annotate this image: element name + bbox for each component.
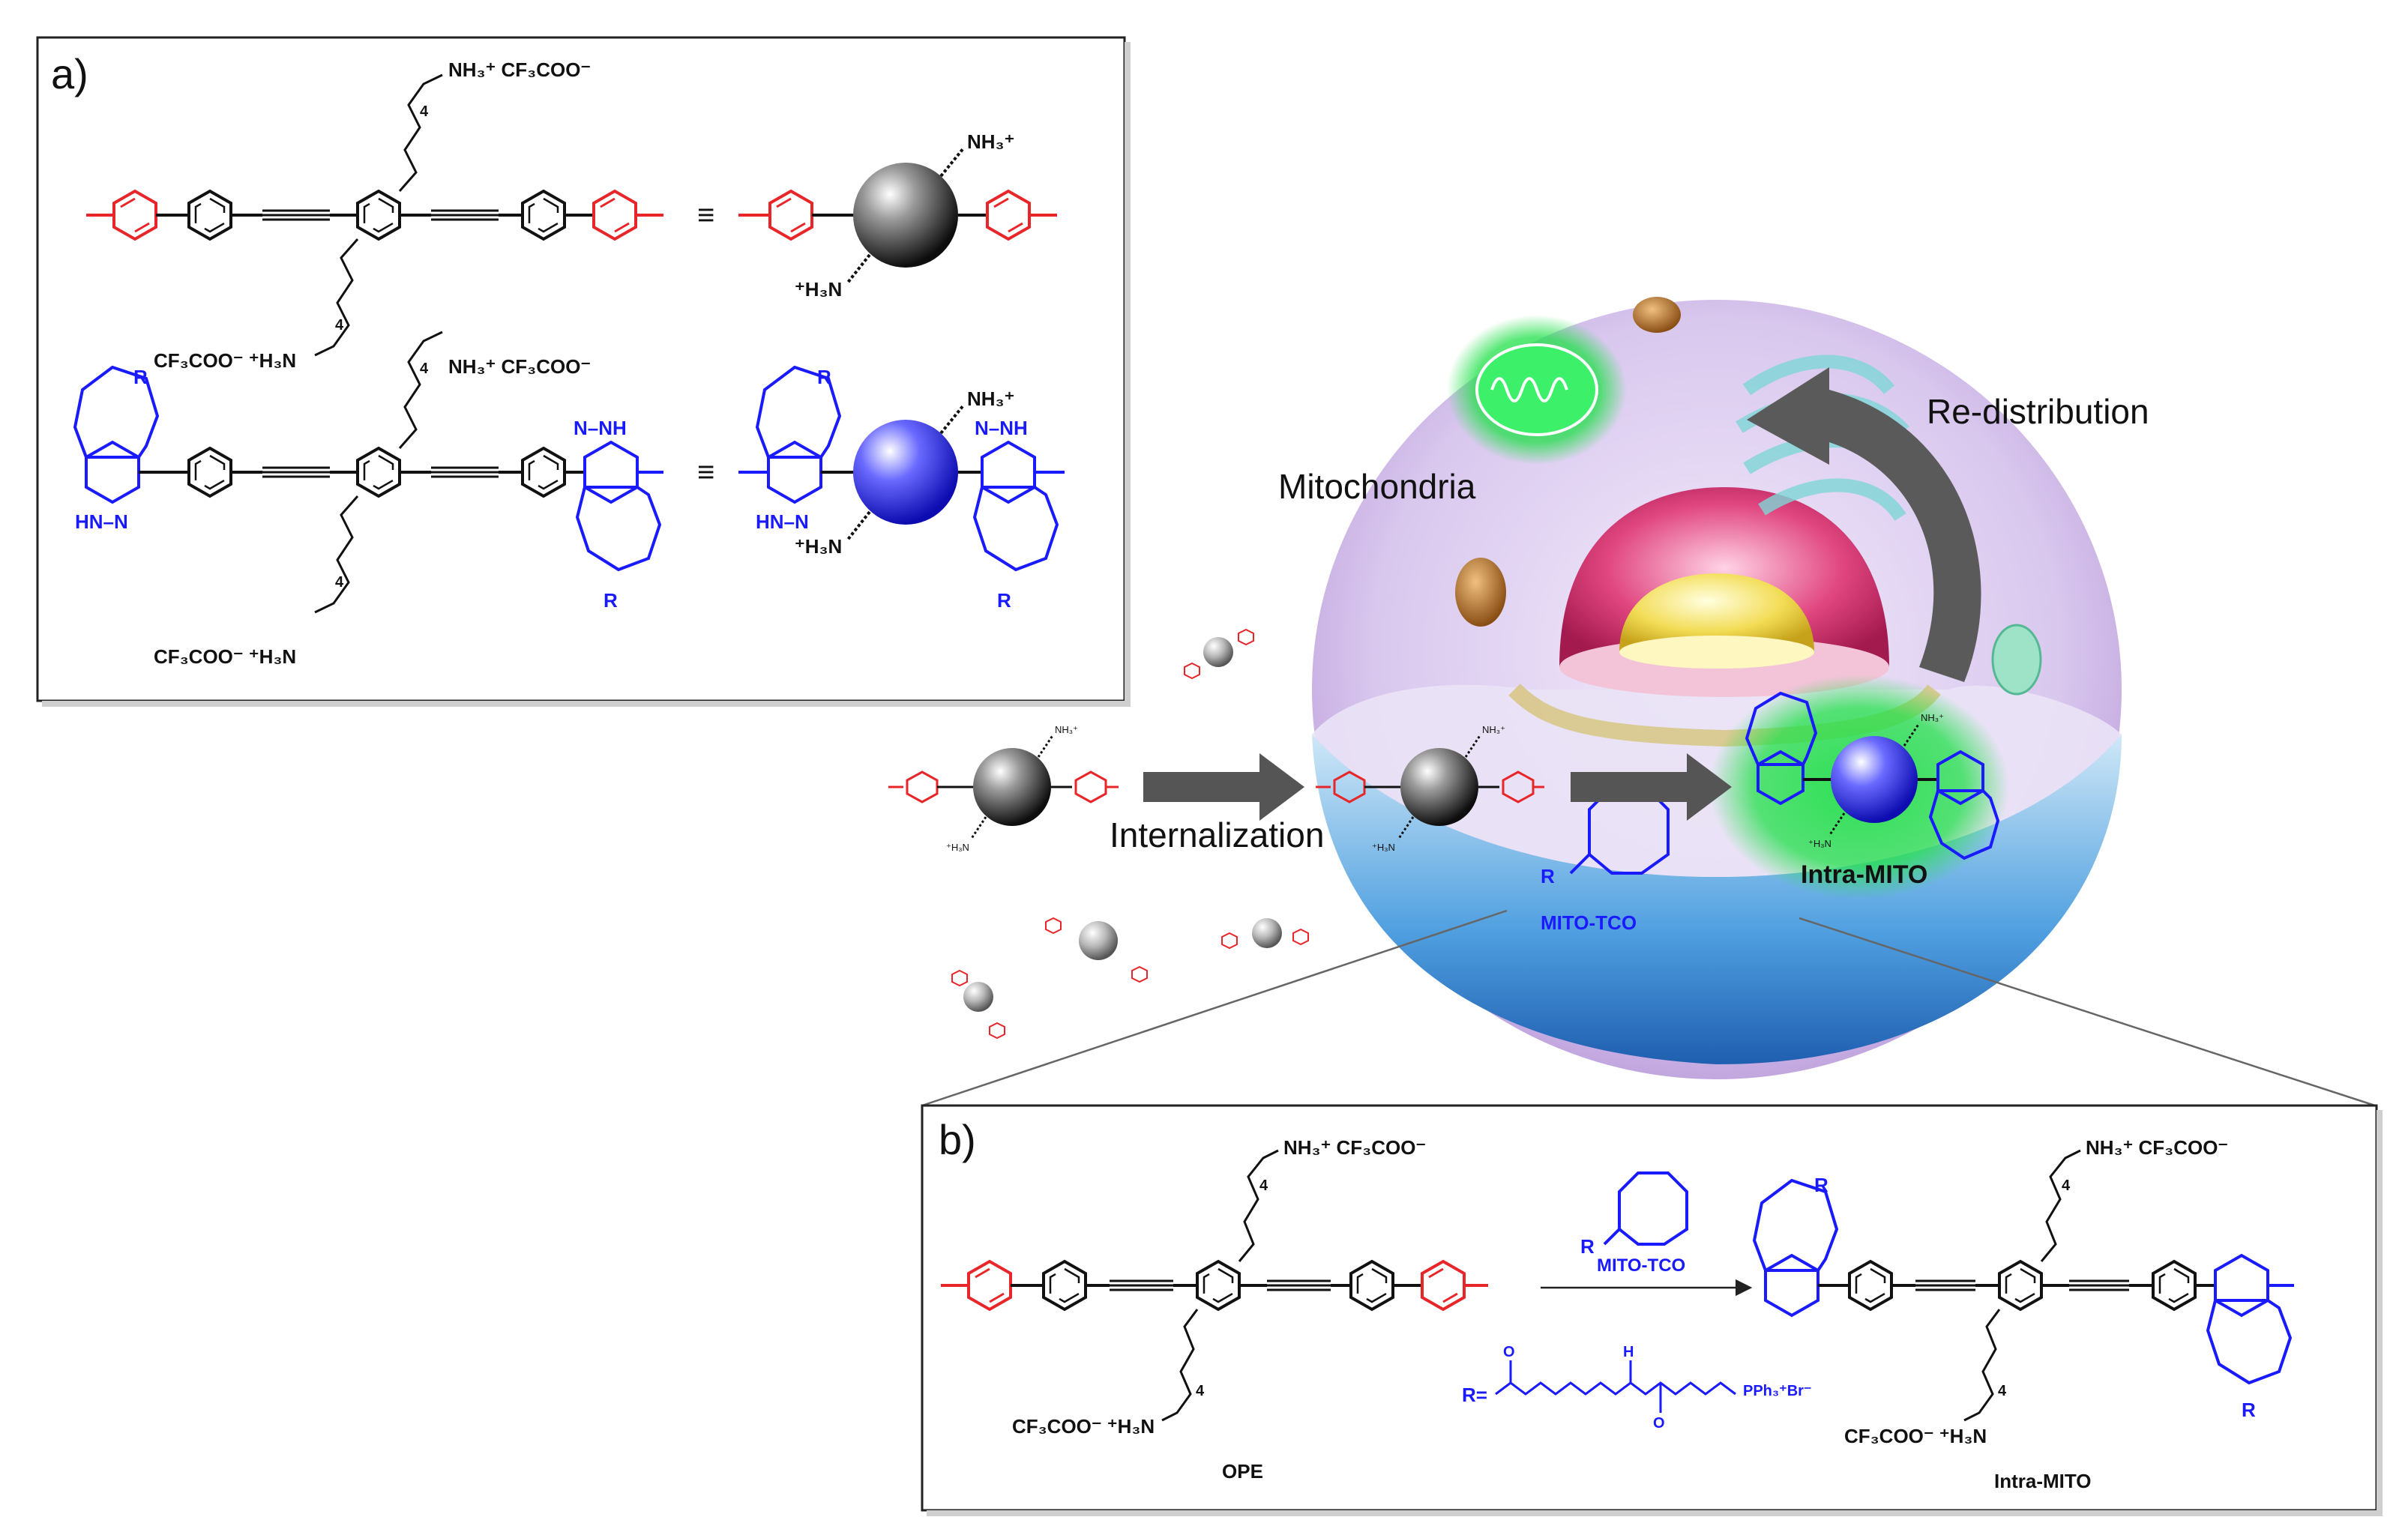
panel-a-shadow-side xyxy=(1125,42,1131,707)
r-group-a-top: R xyxy=(133,366,148,388)
tiny-h3n-cell-intra: ⁺H₃N xyxy=(1808,838,1831,849)
tiny-h3n-outside: ⁺H₃N xyxy=(946,842,969,853)
ammonium-bottom-b2: CF₃COO⁻ ⁺H₃N xyxy=(1844,1425,1987,1447)
mitochondrion-cristae xyxy=(1490,377,1568,402)
r-def-prefix: R= xyxy=(1462,1384,1487,1406)
sphere-nh3-a2: NH₃⁺ xyxy=(967,387,1014,410)
reaction-conditions-b: R MITO-TCO xyxy=(1541,1171,1753,1297)
redistribution-arrow xyxy=(1747,367,1981,682)
vesicle-brown-2 xyxy=(1455,558,1506,627)
intra-structure-a: R HN–N N–NH R NH₃⁺ CF₃COO⁻ 4 xyxy=(73,331,663,668)
zoom-line-right xyxy=(1799,917,2376,1107)
chain-repeat-bottom-b2: 4 xyxy=(1998,1383,2007,1399)
chain-repeat-bottom-a2: 4 xyxy=(335,574,344,591)
floating-particles xyxy=(951,628,1309,1040)
r-group-a-bottom: R xyxy=(603,589,618,612)
nucleolus-cut xyxy=(1619,636,1814,669)
reaction-arrow-cell xyxy=(1571,753,1732,821)
panel-b-frame xyxy=(921,1104,2378,1512)
intra-mito-label: Intra-MITO xyxy=(1801,860,1927,889)
hn-n-a-cartoon: HN–N xyxy=(756,510,809,533)
sphere-black-outside xyxy=(973,748,1051,826)
chain-repeat-bottom-a: 4 xyxy=(335,317,344,334)
sphere-h3n-a2: ⁺H₃N xyxy=(795,535,842,558)
hn-n-a: HN–N xyxy=(75,510,128,533)
r-group-b-top: R xyxy=(1814,1174,1828,1196)
r-group-a-cartoon-top: R xyxy=(817,366,831,388)
r-group-reagent-b: R xyxy=(1580,1235,1595,1258)
panel-a-shadow xyxy=(42,701,1129,707)
chain-repeat-top-b2: 4 xyxy=(2062,1177,2071,1194)
ammonium-top-a: NH₃⁺ CF₃COO⁻ xyxy=(448,58,591,81)
r-def-o-bottom: O xyxy=(1653,1415,1665,1432)
nucleolus xyxy=(1619,573,1814,652)
cell-cytoplasm-bottom xyxy=(1312,735,2122,1064)
mitochondria-label: Mitochondria xyxy=(1278,467,1476,506)
tiny-nh3-cell-ope: NH₃⁺ xyxy=(1482,724,1505,735)
sphere-blue-a xyxy=(853,420,958,525)
r-definition: R= O H O PPh₃⁺Br⁻ xyxy=(1462,1344,1811,1432)
zoom-line-left xyxy=(921,909,1508,1107)
ope-structure-a: NH₃⁺ CF₃COO⁻ 4 CF₃COO⁻ ⁺H₃N 4 xyxy=(86,58,663,372)
equiv-symbol-1: ≡ xyxy=(697,199,714,232)
chain-repeat-top-b: 4 xyxy=(1259,1177,1268,1194)
ammonium-bottom-a: CF₃COO⁻ ⁺H₃N xyxy=(154,349,296,372)
internalization-label: Internalization xyxy=(1110,815,1324,854)
chain-repeat-top-a2: 4 xyxy=(420,361,429,377)
intra-structure-b: R R NH₃⁺ CF₃COO⁻ 4 CF₃COO⁻ ⁺H₃N xyxy=(1752,1136,2294,1492)
chain-repeat-bottom-b: 4 xyxy=(1196,1383,1205,1399)
mito-tco-label: MITO-TCO xyxy=(1541,911,1637,934)
n-nh-a-cartoon: N–NH xyxy=(975,417,1028,439)
ope-cartoon-a: NH₃⁺ ⁺H₃N xyxy=(738,130,1057,301)
mitochondrion-small xyxy=(1991,624,2042,696)
ammonium-bottom-a2: CF₃COO⁻ ⁺H₃N xyxy=(154,645,296,668)
ammonium-bottom-b: CF₃COO⁻ ⁺H₃N xyxy=(1012,1415,1155,1438)
r-group-cell: R xyxy=(1541,865,1555,887)
r-def-phosphonium: PPh₃⁺Br⁻ xyxy=(1743,1383,1811,1399)
tiny-nh3-cell-intra: NH₃⁺ xyxy=(1921,712,1944,723)
intra-cartoon-a: NH₃⁺ ⁺H₃N R R N–NH HN–N xyxy=(738,365,1065,612)
redistribution-label: Re-distribution xyxy=(1927,392,2149,431)
panel-b-shadow-side xyxy=(2377,1110,2383,1516)
tiny-nh3-outside: NH₃⁺ xyxy=(1055,724,1078,735)
sphere-h3n-a1: ⁺H₃N xyxy=(795,278,842,301)
panel-b: b) NH₃⁺ CF₃COO⁻ 4 CF₃COO xyxy=(921,1104,2383,1516)
panel-b-label: b) xyxy=(939,1116,976,1163)
sphere-black-cell xyxy=(1400,748,1478,826)
intra-mito-in-cell: NH₃⁺ ⁺H₃N xyxy=(1745,691,2000,860)
ope-outside-cell: NH₃⁺ ⁺H₃N xyxy=(888,724,1119,853)
sphere-black-a xyxy=(853,163,958,268)
ope-structure-b: NH₃⁺ CF₃COO⁻ 4 CF₃COO⁻ ⁺H₃N 4 OPE xyxy=(941,1136,1488,1483)
chain-repeat-top-a: 4 xyxy=(420,103,429,120)
r-group-a-cartoon-bottom: R xyxy=(997,589,1011,612)
tiny-h3n-cell-ope: ⁺H₃N xyxy=(1372,842,1395,853)
panel-a: a) NH₃⁺ CF₃COO⁻ 4 xyxy=(36,36,1131,707)
vesicle-brown-1 xyxy=(1633,297,1681,333)
cell-illustration: Re-distribution Mitochondria NH₃⁺ ⁺H₃N I… xyxy=(1278,297,2149,1079)
equiv-symbol-2: ≡ xyxy=(697,456,714,489)
ammonium-top-a2: NH₃⁺ CF₃COO⁻ xyxy=(448,355,591,378)
panel-a-label: a) xyxy=(51,50,88,97)
r-def-o-top: O xyxy=(1503,1344,1515,1360)
ammonium-top-b: NH₃⁺ CF₃COO⁻ xyxy=(1283,1136,1426,1159)
ammonium-top-b2: NH₃⁺ CF₃COO⁻ xyxy=(2086,1136,2228,1159)
ope-inside-cell: NH₃⁺ ⁺H₃N xyxy=(1316,724,1544,853)
sphere-blue-cell xyxy=(1831,736,1918,823)
ope-label: OPE xyxy=(1222,1460,1263,1483)
intra-mito-compound-label: Intra-MITO xyxy=(1994,1470,2092,1492)
n-nh-a: N–NH xyxy=(574,417,627,439)
reagent-label-b: MITO-TCO xyxy=(1597,1255,1685,1276)
r-group-b-bottom: R xyxy=(2242,1399,2256,1421)
sphere-nh3-a1: NH₃⁺ xyxy=(967,130,1014,153)
panel-a-frame xyxy=(36,36,1126,702)
panel-b-shadow xyxy=(927,1510,2381,1516)
r-def-nh: H xyxy=(1623,1344,1634,1360)
internalization-arrow xyxy=(1143,753,1304,821)
